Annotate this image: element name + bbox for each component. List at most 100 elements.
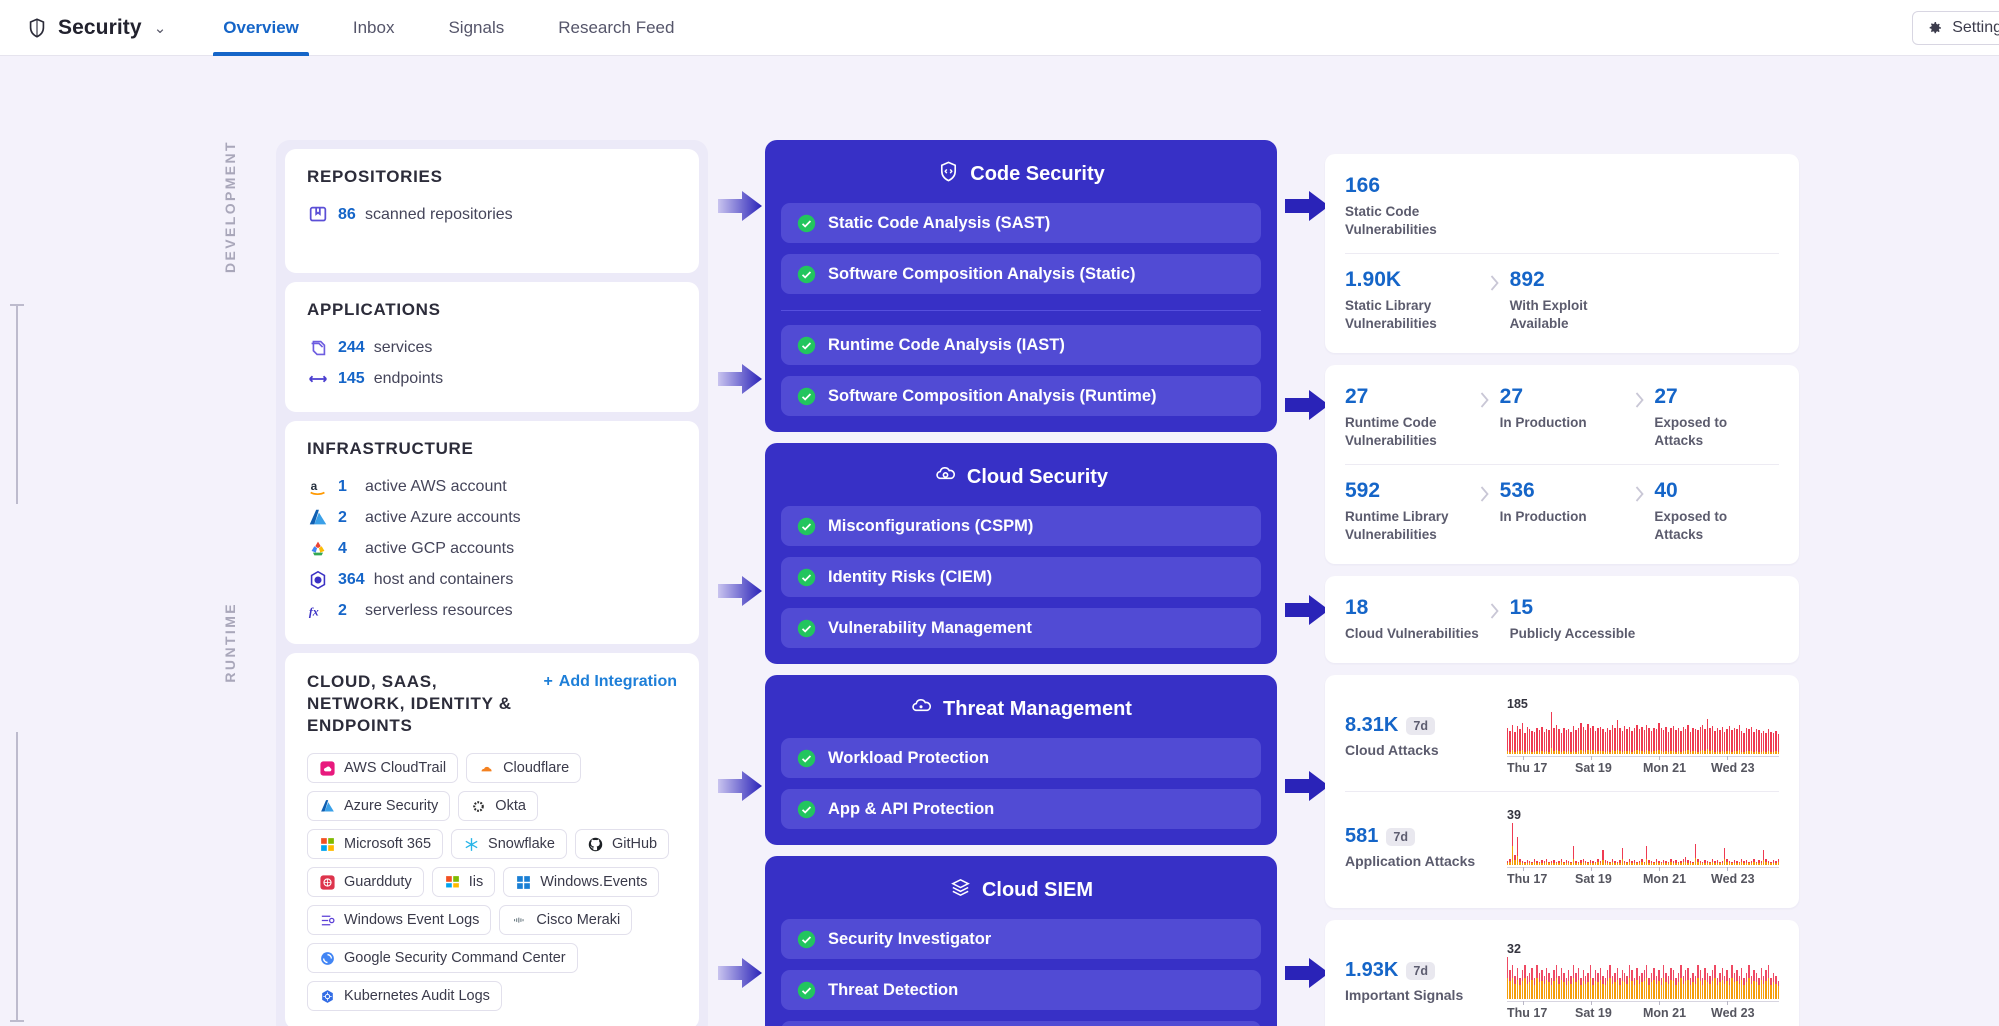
chip-aws-cloudtrail[interactable]: AWS CloudTrail <box>307 753 459 784</box>
capability-row[interactable]: Software Composition Analysis (Static) <box>781 254 1261 294</box>
spark-bar <box>1628 965 1631 1000</box>
capability-row[interactable]: Threat Detection <box>781 970 1261 1010</box>
spark-bar <box>1582 858 1584 866</box>
capability-row[interactable]: App & API Protection <box>781 789 1261 829</box>
metric-cell[interactable]: 536 In Production <box>1500 479 1625 526</box>
spark-bar <box>1599 861 1602 866</box>
chip-cloudflare[interactable]: Cloudflare <box>466 753 582 784</box>
metric-cell[interactable]: 892 With Exploit Available <box>1510 268 1645 333</box>
tab-research-feed[interactable]: Research Feed <box>558 17 675 37</box>
chip-kubernetes-audit-logs[interactable]: Kubernetes Audit Logs <box>307 981 502 1012</box>
metric-cell[interactable]: 27 Runtime Code Vulnerabilities <box>1345 385 1470 450</box>
spark-bar <box>1760 861 1762 866</box>
metric-cell[interactable]: 40 Exposed to Attacks <box>1654 479 1779 544</box>
sparkline-chart[interactable]: 185 Thu 17 Sat 19 Mon 21 Wed 23 <box>1507 697 1779 775</box>
sparkline-row-application-attacks: 581 7d Application Attacks 39 Thu 17 Sat… <box>1345 791 1779 902</box>
metric-value: 18 <box>1345 596 1369 620</box>
capability-row[interactable]: Runtime Code Analysis (IAST) <box>781 325 1261 365</box>
panel-title-label: Cloud Security <box>966 466 1109 488</box>
spark-bar <box>1543 975 1545 1000</box>
spark-bar <box>1702 978 1704 1000</box>
settings-button[interactable]: Settings <box>1912 11 1999 45</box>
spark-bar <box>1736 970 1738 1000</box>
capability-row[interactable]: Software Composition Analysis (Runtime) <box>781 376 1261 416</box>
metric-label: Cloud Vulnerabilities <box>1345 626 1479 642</box>
chip-label: Kubernetes Audit Logs <box>344 988 490 1005</box>
spark-bar <box>1641 858 1643 866</box>
chip-windows-events[interactable]: Windows.Events <box>503 867 660 898</box>
capability-row[interactable]: Security Investigator <box>781 919 1261 959</box>
tab-overview[interactable]: Overview <box>196 0 326 56</box>
sparkline-chart[interactable]: 39 Thu 17 Sat 19 Mon 21 Wed 23 <box>1507 808 1779 886</box>
metric-cell[interactable]: 1.90K Static Library Vulnerabilities <box>1345 268 1480 333</box>
spark-bar <box>1536 861 1538 866</box>
spark-bar <box>1677 973 1680 1000</box>
spark-bar <box>1509 858 1511 866</box>
metric-cell[interactable]: 15 Publicly Accessible <box>1510 596 1645 643</box>
tab-signals[interactable]: Signals <box>448 17 505 37</box>
spark-bar <box>1743 732 1745 755</box>
capability-row[interactable]: Misconfigurations (CSPM) <box>781 506 1261 546</box>
add-integration-button[interactable]: + Add Integration <box>543 671 677 691</box>
svg-text:fx: fx <box>309 604 319 618</box>
spark-bar <box>1538 729 1541 755</box>
spark-bar <box>1655 975 1658 1000</box>
metric-value: 1.90K <box>1345 268 1402 292</box>
sparkline-summary[interactable]: 1.93K 7d Important Signals <box>1345 959 1493 1003</box>
spark-bar <box>1726 970 1728 1000</box>
chip-microsoft-365[interactable]: Microsoft 365 <box>307 829 444 860</box>
chip-google-security-command-center[interactable]: Google Security Command Center <box>307 943 578 974</box>
chip-cisco-meraki[interactable]: Cisco Meraki <box>499 905 633 936</box>
sparkline-summary[interactable]: 581 7d Application Attacks <box>1345 825 1493 869</box>
hosts-label: host and containers <box>373 570 514 588</box>
spark-bar <box>1614 973 1616 1000</box>
chip-okta[interactable]: Okta <box>458 791 538 822</box>
chip-github[interactable]: GitHub <box>574 829 670 860</box>
host-container-icon <box>307 569 329 591</box>
capability-row[interactable]: Static Code Analysis (SAST) <box>781 203 1261 243</box>
sparkline-summary[interactable]: 8.31K 7d Cloud Attacks <box>1345 714 1493 758</box>
spark-bars <box>1507 823 1779 866</box>
capability-row[interactable]: Risk Insights <box>781 1021 1261 1026</box>
spark-bar <box>1636 967 1638 1000</box>
spark-bar <box>1553 859 1555 866</box>
spark-bar <box>1767 729 1770 755</box>
chip-azure-security[interactable]: Azure Security <box>307 791 451 822</box>
capability-panels: Code Security Static Code Analysis (SAST… <box>765 140 1277 1026</box>
spark-bar <box>1636 724 1638 755</box>
metric-label: Runtime Library Vulnerabilities <box>1345 509 1449 543</box>
capability-label: Runtime Code Analysis (IAST) <box>828 335 1065 354</box>
capability-row[interactable]: Workload Protection <box>781 738 1261 778</box>
brand[interactable]: Security ⌄ <box>26 16 166 40</box>
capability-row[interactable]: Vulnerability Management <box>781 608 1261 648</box>
metric-cell[interactable]: 27 Exposed to Attacks <box>1654 385 1779 450</box>
applications-title: APPLICATIONS <box>307 300 441 319</box>
sparkline-chart[interactable]: 32 Thu 17 Sat 19 Mon 21 Wed 23 <box>1507 942 1779 1020</box>
axis-tick: Wed 23 <box>1711 867 1779 886</box>
metric-cell[interactable]: 27 In Production <box>1500 385 1625 432</box>
spark-bar <box>1660 978 1662 1000</box>
metric-cell[interactable]: 18 Cloud Vulnerabilities <box>1345 596 1480 643</box>
spark-bar <box>1741 858 1743 866</box>
spark-bar <box>1614 728 1616 755</box>
chip-guardduty[interactable]: Guardduty <box>307 867 424 898</box>
metric-label: Runtime Code Vulnerabilities <box>1345 415 1437 449</box>
metric-cell[interactable]: 592 Runtime Library Vulnerabilities <box>1345 479 1470 544</box>
capability-row[interactable]: Identity Risks (CIEM) <box>781 557 1261 597</box>
chip-iis[interactable]: Iis <box>431 867 496 898</box>
spark-bar <box>1731 862 1733 866</box>
spark-bar <box>1670 858 1672 866</box>
tab-inbox[interactable]: Inbox <box>352 17 395 37</box>
spark-bar <box>1716 978 1719 1000</box>
infrastructure-row-aws: a 1 active AWS account <box>307 471 677 502</box>
spark-bar <box>1704 967 1706 1000</box>
spark-bar <box>1550 978 1553 1000</box>
axis-tick: Sat 19 <box>1575 867 1643 886</box>
flow-arrow-out-3 <box>1285 595 1329 625</box>
chevron-down-icon[interactable]: ⌄ <box>153 19 167 37</box>
spark-bar <box>1582 970 1584 1000</box>
metric-cell[interactable]: 166 Static Code Vulnerabilities <box>1345 174 1490 239</box>
chip-snowflake[interactable]: Snowflake <box>451 829 567 860</box>
applications-row-endpoints: 145 endpoints <box>307 363 677 394</box>
chip-windows-event-logs[interactable]: Windows Event Logs <box>307 905 492 936</box>
